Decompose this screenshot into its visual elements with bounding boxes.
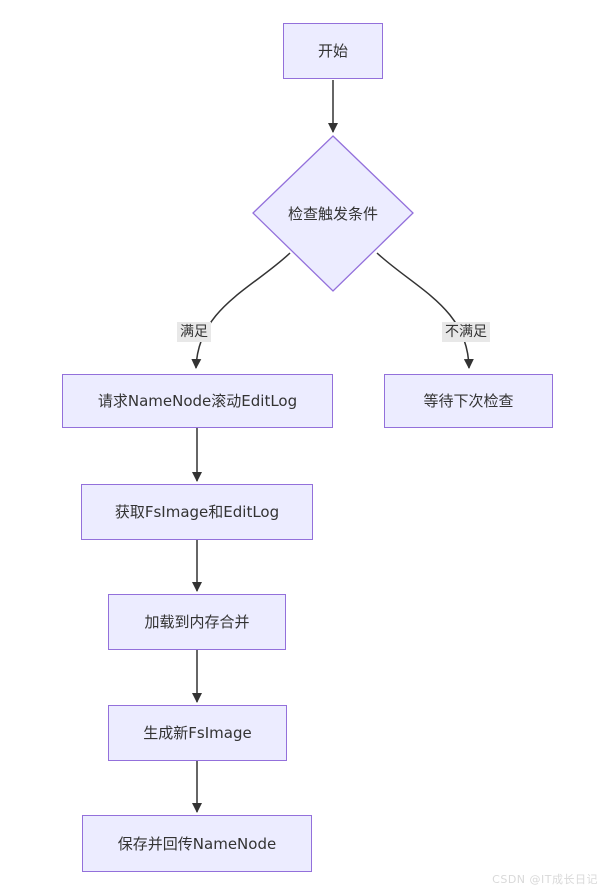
edge-label-satisfied: 满足 bbox=[177, 322, 211, 343]
csdn-watermark: CSDN @IT成长日记 bbox=[492, 873, 598, 886]
edge-decision-to-wait bbox=[376, 252, 474, 369]
node-save-and-return: 保存并回传NameNode bbox=[82, 815, 312, 872]
node-get-fsimage: 获取FsImage和EditLog bbox=[81, 484, 313, 540]
node-start: 开始 bbox=[283, 23, 383, 79]
decision-diamond-shape bbox=[252, 135, 414, 292]
edge-decision-to-request bbox=[191, 252, 291, 369]
node-generate-fsimage: 生成新FsImage bbox=[108, 705, 287, 761]
edge-label-not-satisfied: 不满足 bbox=[442, 322, 490, 343]
node-decision-label: 检查触发条件 bbox=[287, 204, 378, 223]
node-merge-in-memory: 加载到内存合并 bbox=[108, 594, 286, 650]
node-wait-next-check: 等待下次检查 bbox=[384, 374, 553, 428]
node-request-editlog: 请求NameNode滚动EditLog bbox=[62, 374, 333, 428]
